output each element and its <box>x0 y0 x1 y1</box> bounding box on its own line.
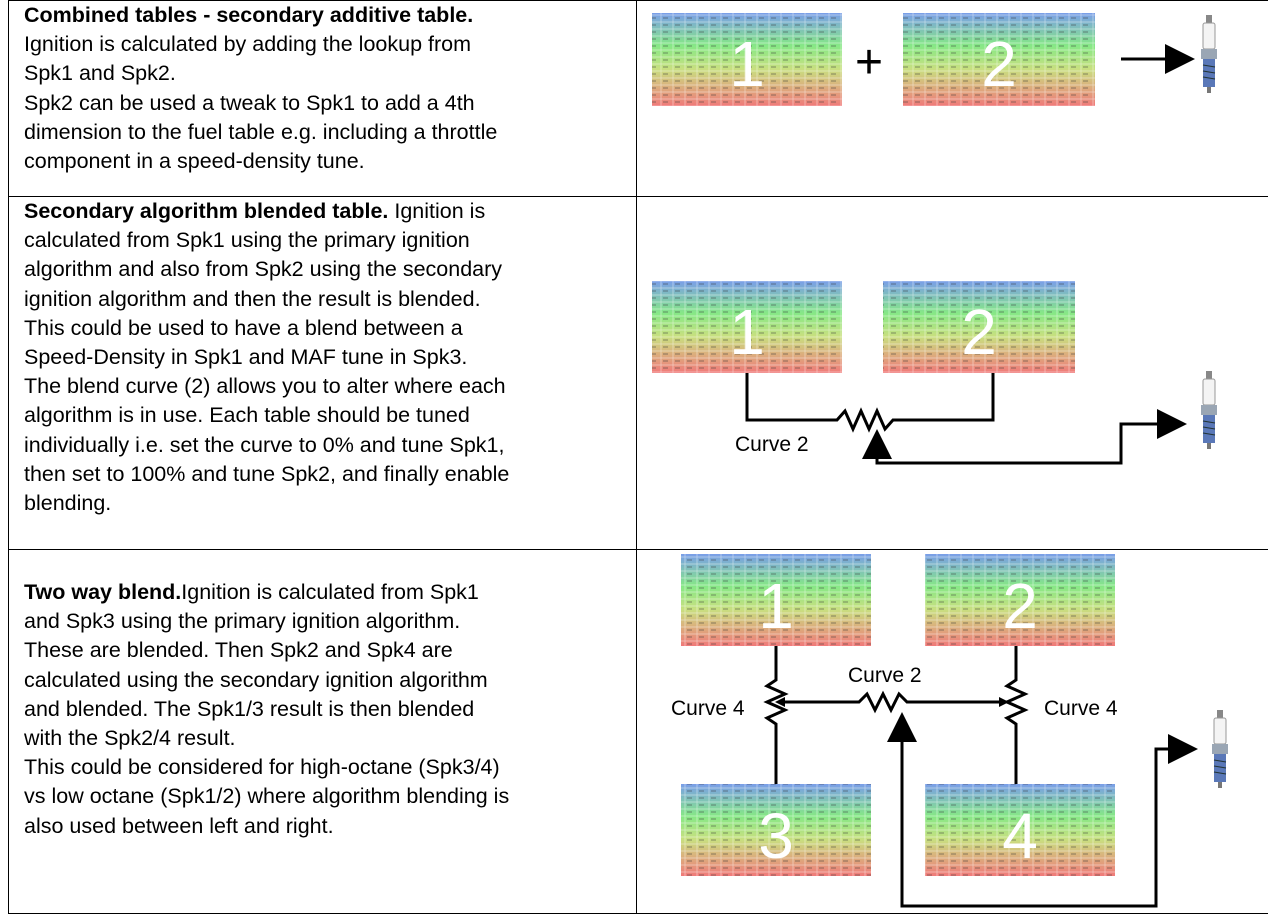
text-block-secondary-blend: Secondary algorithm blended table. Ignit… <box>9 197 636 518</box>
resistor-curve-icon <box>783 690 1008 714</box>
arrow-right-icon <box>999 697 1010 707</box>
table-1: 1 <box>652 281 843 373</box>
text-line: algorithm and also from Spk2 using the s… <box>24 257 503 282</box>
text-line: blending. <box>24 491 112 516</box>
text-line: The blend curve (2) allows you to alter … <box>24 374 506 399</box>
cell-text-additive: Combined tables - secondary additive tab… <box>7 0 638 197</box>
text-line: also used between left and right. <box>24 813 334 838</box>
curve-label-right: Curve 4 <box>1044 697 1118 720</box>
text-line: and Spk3 using the primary ignition algo… <box>24 609 461 634</box>
arrow-right-icon <box>900 720 1199 908</box>
figure-secondary-blend: 1 2 Curve 2 <box>652 281 1218 465</box>
arrow-right-icon <box>875 409 1188 465</box>
resistor-curve-icon <box>1003 646 1030 784</box>
table-number: 2 <box>1003 570 1039 642</box>
row-additive: Combined tables - secondary additive tab… <box>7 0 1268 197</box>
ignition-table-modes: Combined tables - secondary additive tab… <box>7 0 1268 914</box>
arrow-left-icon <box>775 697 786 707</box>
table-number: 4 <box>1003 800 1039 872</box>
plus-operator: + <box>855 36 883 89</box>
table-3: 3 <box>681 784 872 876</box>
text-line: Spk2 can be used a tweak to Spk1 to add … <box>24 90 475 115</box>
row-title: Two way blend. <box>24 580 182 604</box>
text-line: vs low octane (Spk1/2) where algorithm b… <box>24 784 510 809</box>
text-line: These are blended. Then Spk2 and Spk4 ar… <box>24 638 453 663</box>
table-number: 1 <box>730 28 766 100</box>
figure-two-way-blend: 1 2 3 4 <box>671 554 1229 908</box>
table-number: 1 <box>730 296 766 368</box>
table-1: 1 <box>652 13 843 106</box>
curve-label: Curve 2 <box>735 433 809 456</box>
curve-label-center: Curve 2 <box>848 664 922 687</box>
resistor-curve-icon <box>763 646 790 784</box>
text-line: ignition algorithm and then the result i… <box>24 286 481 311</box>
cell-figure-additive: 1 + 2 <box>636 0 1268 197</box>
table-2: 2 <box>925 554 1116 646</box>
row-title: Secondary algorithm blended table. <box>24 199 389 223</box>
table-number: 3 <box>759 800 795 872</box>
table-number: 2 <box>982 28 1018 100</box>
text-line: component in a speed-density tune. <box>24 149 365 174</box>
text-line: Spk1 and Spk2. <box>24 61 176 86</box>
table-2: 2 <box>883 281 1076 373</box>
text-line: individually i.e. set the curve to 0% an… <box>24 432 505 457</box>
text-line: Ignition is calculated by adding the loo… <box>24 32 471 57</box>
text-line: Speed-Density in Spk1 and MAF tune in Sp… <box>24 345 468 370</box>
row-title: Combined tables - secondary additive tab… <box>24 3 474 27</box>
text-line: dimension to the fuel table e.g. includi… <box>24 119 498 144</box>
table-1: 1 <box>681 554 872 646</box>
figure-additive: 1 + 2 <box>652 13 1218 106</box>
resistor-curve-icon <box>745 373 995 433</box>
curve-label-left: Curve 4 <box>671 697 745 720</box>
spark-plug-icon <box>1212 710 1229 788</box>
table-number: 2 <box>962 296 998 368</box>
text-line: This could be considered for high-octane… <box>24 755 500 780</box>
text-block-additive: Combined tables - secondary additive tab… <box>9 1 636 176</box>
table-4: 4 <box>925 784 1116 876</box>
table-number: 1 <box>759 570 795 642</box>
text-line: algorithm is in use. Each table should b… <box>24 403 470 428</box>
cell-text-two-way-blend: Two way blend.Ignition is calculated fro… <box>7 549 638 914</box>
text-line: calculated using the secondary ignition … <box>24 667 488 692</box>
cell-text-secondary-blend: Secondary algorithm blended table. Ignit… <box>7 196 638 550</box>
text-line: This could be used to have a blend betwe… <box>24 315 463 340</box>
text-line: Ignition is calculated from Spk1 <box>181 580 479 604</box>
row-secondary-blend: Secondary algorithm blended table. Ignit… <box>7 196 1268 550</box>
text-line: with the Spk2/4 result. <box>24 726 236 751</box>
text-line: and blended. The Spk1/3 result is then b… <box>24 696 475 721</box>
spark-plug-icon <box>1201 15 1218 93</box>
text-line: calculated from Spk1 using the primary i… <box>24 228 470 253</box>
spark-plug-icon <box>1201 371 1218 449</box>
text-block-two-way-blend: Two way blend.Ignition is calculated fro… <box>9 550 636 841</box>
row-two-way-blend: Two way blend.Ignition is calculated fro… <box>7 549 1268 914</box>
cell-figure-two-way-blend: 1 2 3 4 <box>636 549 1268 914</box>
text-line: Ignition is <box>388 199 486 223</box>
text-line: then set to 100% and tune Spk2, and fina… <box>24 461 510 486</box>
cell-figure-secondary-blend: 1 2 Curve 2 <box>636 196 1268 550</box>
table-2: 2 <box>903 13 1096 106</box>
